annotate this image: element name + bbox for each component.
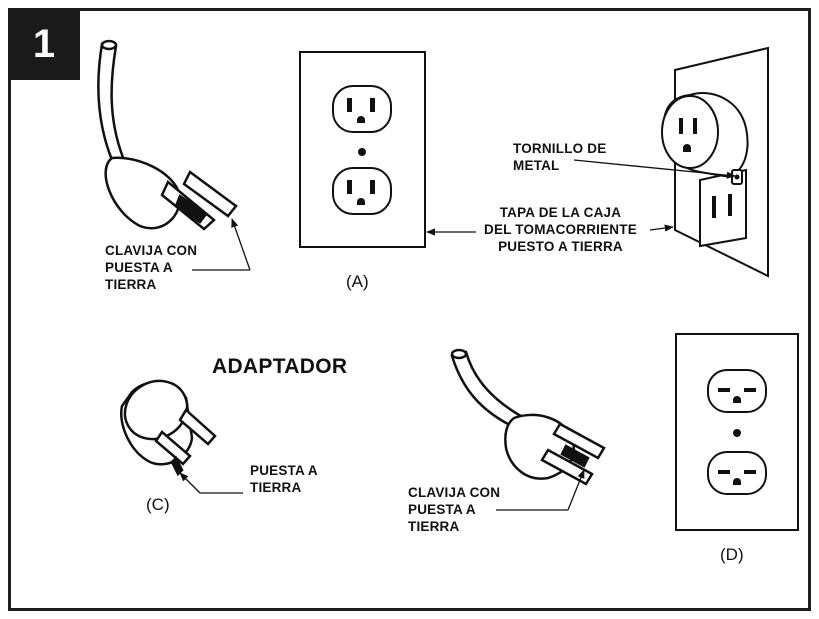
- tornillo-label: TORNILLO DE METAL: [513, 141, 607, 173]
- grounded-plug-top-illustration: [97, 39, 238, 231]
- tapa-leaders: [426, 224, 674, 236]
- tornillo-leader: [573, 159, 736, 179]
- clavija-bottom-leader: [496, 469, 585, 511]
- tapa-label: TAPA DE LA CAJA DEL TOMACORRIENTE PUESTO…: [484, 205, 637, 254]
- clavija-top-label: CLAVIJA CON PUESTA A TIERRA: [105, 243, 198, 292]
- caption-d: (D): [720, 545, 744, 564]
- clavija-bottom-label: CLAVIJA CON PUESTA A TIERRA: [408, 485, 501, 534]
- caption-a: (A): [346, 272, 369, 291]
- grounded-outlet-a-illustration: [299, 51, 426, 248]
- caption-c: (C): [146, 495, 170, 514]
- grounded-outlet-d-illustration: [675, 333, 799, 531]
- clavija-top-leader: [192, 218, 251, 271]
- adapter-c-illustration: [120, 379, 217, 477]
- puesta-tierra-leader: [179, 472, 243, 494]
- wall-outlet-with-adapter-illustration: [661, 46, 769, 278]
- figure-number-badge: 1: [8, 8, 80, 80]
- puesta-tierra-label: PUESTA A TIERRA: [250, 463, 318, 495]
- grounded-plug-bottom-illustration: [450, 348, 606, 486]
- adaptador-heading: ADAPTADOR: [212, 355, 348, 378]
